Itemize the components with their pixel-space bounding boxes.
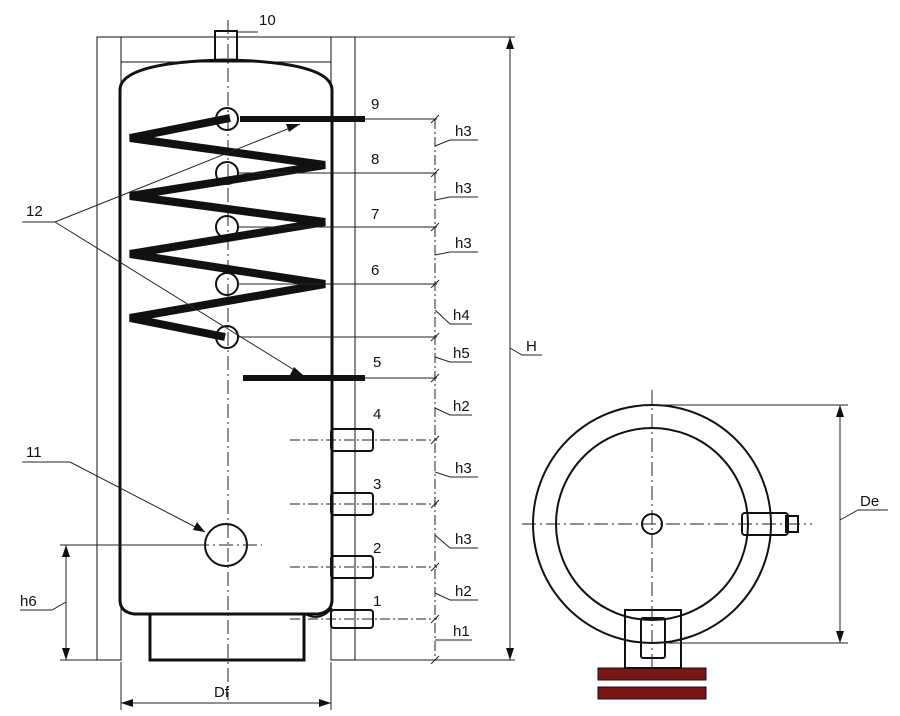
dimension-leaders: [434, 139, 478, 641]
level-lines: [238, 36, 515, 661]
tank-body: [118, 58, 334, 616]
dimension-ticks: [430, 114, 440, 665]
dim-label-h2-1: h2: [453, 398, 470, 415]
plan-foot-bar-top: [597, 667, 707, 681]
label-5: 5: [373, 354, 381, 371]
port-6: [215, 272, 239, 296]
dim-label-h5: h5: [453, 345, 470, 362]
port-9: [215, 107, 239, 131]
label-4: 4: [373, 406, 381, 423]
dim-label-h3-1: h3: [455, 123, 472, 140]
leader-12-a: [54, 123, 301, 223]
label-1: 1: [373, 593, 381, 610]
plan-view: De: [522, 390, 888, 700]
arrow-11: [193, 522, 205, 532]
leader-12-b: [54, 221, 305, 377]
dim-label-Df: Df: [214, 684, 230, 701]
heating-coil: [129, 114, 326, 341]
label-12: 12: [26, 203, 43, 220]
dim-label-De: De: [860, 493, 879, 510]
dim-label-h3-3: h3: [455, 235, 472, 252]
dim-label-h6: h6: [20, 593, 37, 610]
side-view: 10 9 8 7 6 5 4 3 2 1 11 12 h3 h3 h3 h4 h…: [20, 12, 542, 710]
dim-label-h1: h1: [453, 623, 470, 640]
dim-label-h3-5: h3: [455, 531, 472, 548]
label-8: 8: [371, 151, 379, 168]
label-7: 7: [371, 206, 379, 223]
plan-foot-bar-bottom: [597, 686, 707, 700]
bottom-outlet: [304, 607, 333, 618]
height-leader: [509, 347, 542, 356]
dim-label-h3-4: h3: [455, 460, 472, 477]
leader-11: [22, 461, 206, 533]
arrow-12-b: [290, 367, 304, 376]
label-9: 9: [371, 96, 379, 113]
dim-label-h3-2: h3: [455, 180, 472, 197]
de-leader: [839, 509, 888, 521]
label-3: 3: [373, 476, 381, 493]
h6-leader: [20, 601, 67, 611]
arrow-12-a: [286, 124, 300, 132]
label-2: 2: [373, 540, 381, 557]
dim-label-h2-2: h2: [455, 583, 472, 600]
insulation-top: [120, 36, 332, 63]
dim-label-h4: h4: [453, 307, 470, 324]
label-11: 11: [26, 444, 42, 461]
insulation-left: [96, 36, 122, 661]
plan-bottom-nozzle: [640, 617, 666, 659]
label-10: 10: [259, 12, 276, 29]
tank-foot: [148, 614, 306, 662]
h6-arrows: [62, 545, 70, 660]
top-connection: [214, 30, 238, 62]
label-6: 6: [371, 262, 379, 279]
dim-label-H: H: [526, 338, 537, 355]
